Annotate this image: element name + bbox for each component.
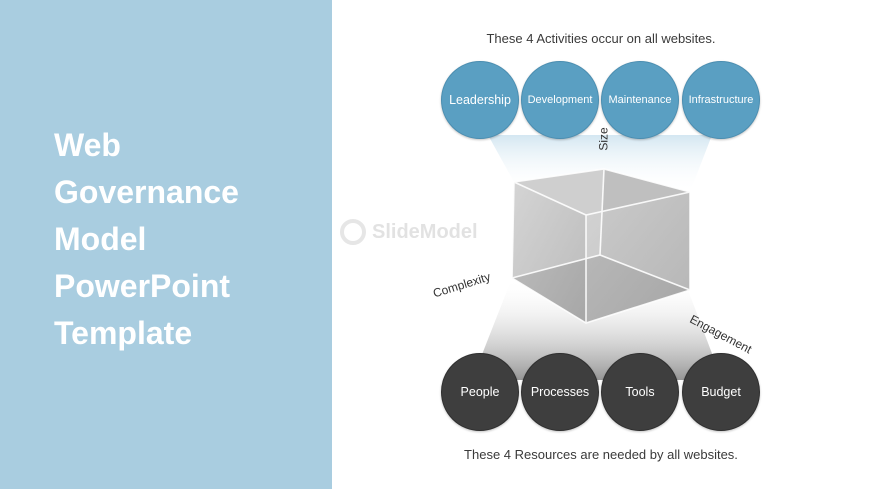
resource-people: People — [441, 353, 519, 431]
title-line-2: Governance — [54, 174, 239, 210]
resource-label: Tools — [625, 385, 655, 399]
title-line-4: PowerPoint — [54, 268, 231, 304]
activity-maintenance: Maintenance — [601, 61, 679, 139]
activity-leadership: Leadership — [441, 61, 519, 139]
resource-label: People — [460, 385, 500, 399]
watermark-logo-icon — [340, 219, 366, 245]
watermark: SlideModel — [340, 219, 478, 245]
title-line-1: Web — [54, 127, 121, 163]
resource-tools: Tools — [601, 353, 679, 431]
left-panel — [0, 0, 332, 489]
resources-beam — [472, 278, 722, 380]
activity-label: Leadership — [449, 93, 511, 107]
activity-label: Maintenance — [608, 94, 672, 106]
resource-label: Budget — [701, 385, 741, 399]
slide-title: Web Governance Model PowerPoint Template — [54, 122, 324, 357]
activity-label: Infrastructure — [688, 94, 754, 106]
axis-label-size: Size — [596, 127, 611, 151]
resource-budget: Budget — [682, 353, 760, 431]
cube-edges — [511, 168, 691, 324]
resources-caption: These 4 Resources are needed by all webs… — [464, 447, 738, 462]
activity-infrastructure: Infrastructure — [682, 61, 760, 139]
cube-front-right-face — [586, 192, 690, 323]
resource-processes: Processes — [521, 353, 599, 431]
title-line-3: Model — [54, 221, 147, 257]
cube-front-face — [512, 182, 586, 323]
resource-label: Processes — [530, 385, 590, 399]
activity-development: Development — [521, 61, 599, 139]
title-line-5: Template — [54, 315, 193, 351]
activity-label: Development — [527, 94, 593, 106]
watermark-text: SlideModel — [372, 220, 478, 243]
activities-caption: These 4 Activities occur on all websites… — [486, 31, 716, 46]
